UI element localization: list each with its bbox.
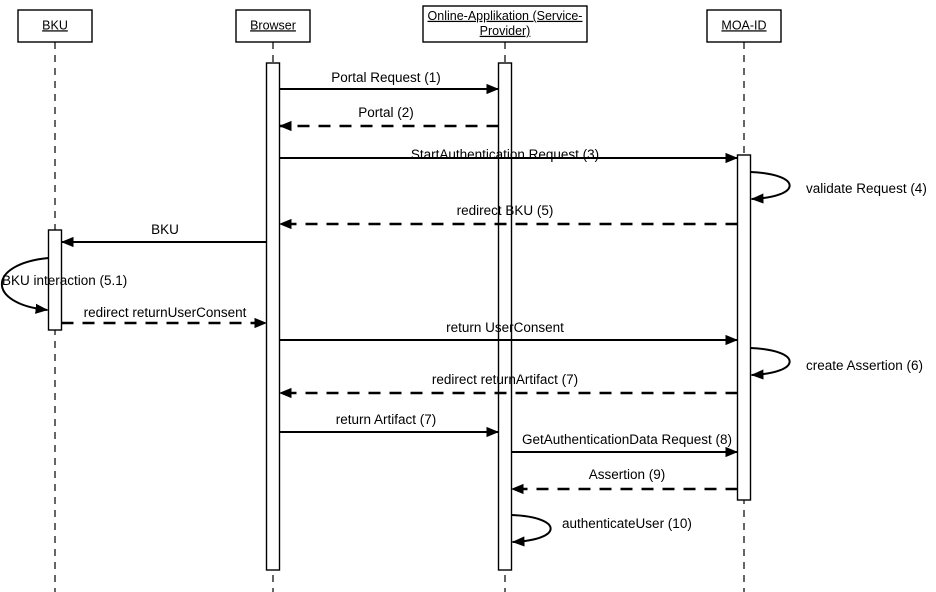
message-arrow-m7[interactable] <box>1 257 49 314</box>
participant-label-online-applikation: Online-Applikation (Service- <box>428 9 583 23</box>
message-arrow-m15[interactable] <box>511 514 552 547</box>
participant-label-bku: BKU <box>42 18 68 32</box>
activation-bar-bku-0 <box>47 229 63 331</box>
participant-box-moa-id[interactable] <box>706 9 782 43</box>
activation-bar-moa-id-0 <box>736 154 752 501</box>
message-label-m3: StartAuthentication Request (3) <box>411 147 599 162</box>
message-label-m11: redirect returnArtifact (7) <box>432 372 578 387</box>
participant-box-bku[interactable] <box>17 9 93 43</box>
message-label-m8: redirect returnUserConsent <box>84 305 247 320</box>
participant-box-online-applikation[interactable] <box>422 5 588 43</box>
message-label-m13: GetAuthenticationData Request (8) <box>522 432 732 447</box>
message-label-m2: Portal (2) <box>358 105 414 120</box>
message-label-m12: return Artifact (7) <box>336 412 437 427</box>
message-label-m7: BKU interaction (5.1) <box>2 273 127 288</box>
message-arrow-m4[interactable] <box>750 171 791 204</box>
message-label-m14: Assertion (9) <box>589 467 666 482</box>
message-label-m1: Portal Request (1) <box>331 70 441 85</box>
message-label-m10: create Assertion (6) <box>806 358 923 373</box>
participant-label-online-applikation: Provider) <box>480 24 531 38</box>
message-label-m5: redirect BKU (5) <box>457 203 554 218</box>
message-label-m4: validate Request (4) <box>806 181 927 196</box>
message-label-m6: BKU <box>151 222 179 237</box>
activation-bar-browser-0 <box>265 62 281 571</box>
messages-layer: Portal Request (1) Portal (2) StartAuthent… <box>1 70 927 547</box>
activations-layer <box>47 62 752 571</box>
participant-box-browser[interactable] <box>235 9 311 43</box>
participant-heads-layer: BKU Browser Online-Applikation (Service-Pr… <box>17 5 782 43</box>
activation-bar-online-applikation-0 <box>497 62 513 571</box>
message-label-m9: return UserConsent <box>446 320 564 335</box>
message-label-m15: authenticateUser (10) <box>562 516 692 531</box>
message-arrow-m10[interactable] <box>750 347 791 380</box>
participant-label-browser: Browser <box>250 18 296 32</box>
participant-label-moa-id: MOA-ID <box>721 18 766 32</box>
